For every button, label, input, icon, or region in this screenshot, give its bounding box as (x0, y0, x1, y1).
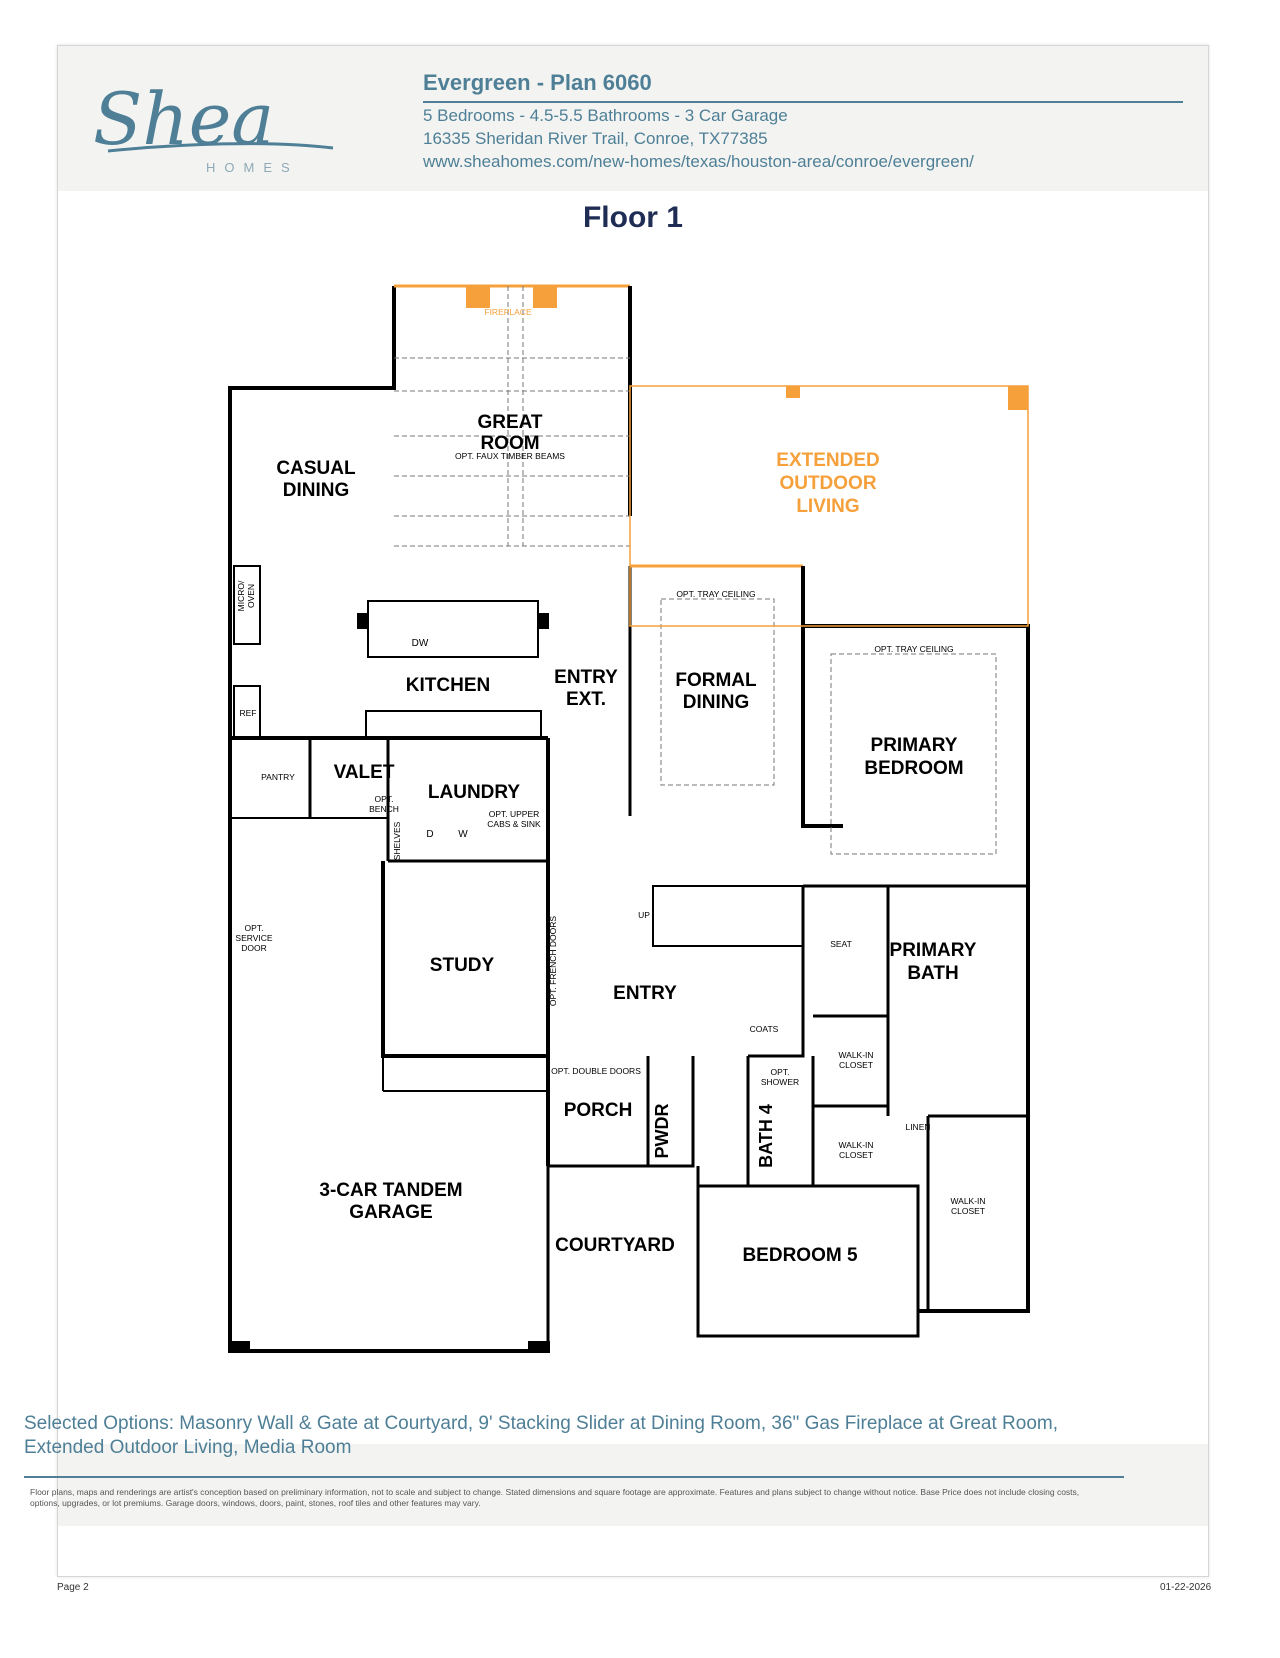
tray-ceiling-label-1: OPT. TRAY CEILING (676, 589, 755, 599)
bath4-label: BATH 4 (756, 1104, 776, 1168)
garage-label-1: 3-CAR TANDEM (319, 1180, 462, 1201)
disclaimer-text: Floor plans, maps and renderings are art… (30, 1487, 1080, 1508)
floor-plan-sheet: Shea HOMES Evergreen - Plan 6060 5 Bedro… (57, 45, 1209, 1577)
service-door-label-2: SERVICE (235, 933, 272, 943)
entry-label: ENTRY (613, 983, 677, 1004)
logo-sub-text: HOMES (206, 160, 299, 175)
header-rule (423, 101, 1183, 103)
entry-ext-label-1: ENTRY (554, 667, 618, 688)
walkin-closet-1-label-a: WALK-IN (838, 1050, 873, 1060)
double-doors-label: OPT. DOUBLE DOORS (551, 1066, 641, 1076)
service-door-label-3: DOOR (241, 943, 267, 953)
pantry-label: PANTRY (261, 772, 295, 782)
opt-bench-label-2: BENCH (369, 804, 399, 814)
service-door-label-1: OPT. (245, 923, 264, 933)
primary-bath-label-1: PRIMARY (890, 940, 977, 961)
great-room-label-2: ROOM (480, 433, 539, 454)
garage-label-2: GARAGE (349, 1202, 432, 1223)
page-number: Page 2 (57, 1582, 89, 1593)
selected-options: Selected Options: Masonry Wall & Gate at… (24, 1413, 1059, 1458)
pwdr-label: PWDR (652, 1104, 672, 1159)
walkin-closet-2-label-b: CLOSET (839, 1150, 873, 1160)
walkin-closet-1-label-b: CLOSET (839, 1060, 873, 1070)
plan-address: 16335 Sheridan River Trail, Conroe, TX77… (423, 129, 768, 148)
primary-bedroom-label-2: BEDROOM (864, 758, 963, 779)
upper-cabs-label-2: CABS & SINK (487, 819, 541, 829)
shea-homes-logo: Shea HOMES (93, 77, 334, 175)
opt-bench-label-1: OPT. (375, 794, 394, 804)
stairs-up-label: UP (638, 910, 650, 920)
dw-label: DW (412, 638, 429, 649)
walkin-closet-3-label-b: CLOSET (951, 1206, 985, 1216)
extended-outdoor-label-3: LIVING (796, 496, 859, 517)
footer-band (58, 1444, 1208, 1526)
formal-dining-label-1: FORMAL (675, 670, 757, 691)
logo-script-text: Shea (93, 77, 274, 161)
extended-outdoor-label-1: EXTENDED (776, 450, 879, 471)
header-band: Shea HOMES Evergreen - Plan 6060 5 Bedro… (58, 46, 1208, 191)
linen-label: LINEN (905, 1122, 930, 1132)
formal-dining-label-2: DINING (683, 692, 750, 713)
footer-rule (24, 1476, 1124, 1478)
floor-title: Floor 1 (582, 201, 683, 234)
print-date: 01-22-2026 (1160, 1582, 1212, 1593)
plan-specs: 5 Bedrooms - 4.5-5.5 Bathrooms - 3 Car G… (423, 106, 788, 125)
courtyard-label: COURTYARD (555, 1235, 675, 1256)
faux-beams-label: OPT. FAUX TIMBER BEAMS (455, 451, 565, 461)
study-label: STUDY (430, 955, 495, 976)
walkin-closet-3-label-a: WALK-IN (950, 1196, 985, 1206)
entry-ext-label-2: EXT. (566, 689, 606, 710)
porch-label: PORCH (564, 1100, 633, 1121)
great-room-label-1: GREAT (477, 412, 542, 433)
opt-shower-label-1: OPT. (771, 1067, 790, 1077)
opt-shower-label-2: SHOWER (761, 1077, 799, 1087)
plan-url[interactable]: www.sheahomes.com/new-homes/texas/housto… (423, 152, 974, 171)
ref-label: REF (240, 708, 257, 718)
bedroom5-label: BEDROOM 5 (742, 1245, 858, 1266)
fireplace-label: FIREPLACE (484, 307, 532, 317)
primary-bath-label-2: BATH (907, 963, 958, 984)
extended-outdoor-label-2: OUTDOOR (779, 473, 876, 494)
casual-dining-label-2: DINING (283, 480, 350, 501)
dryer-label: D (426, 829, 433, 840)
upper-cabs-label-1: OPT. UPPER (489, 809, 540, 819)
washer-label: W (458, 829, 468, 840)
seat-label: SEAT (830, 939, 852, 949)
micro-oven-label-1: MICRO/ (236, 580, 246, 611)
laundry-label: LAUNDRY (428, 782, 521, 803)
micro-oven-label-2: OVEN (246, 584, 256, 608)
primary-bedroom-label-1: PRIMARY (871, 735, 958, 756)
coats-label: COATS (750, 1024, 779, 1034)
casual-dining-label-1: CASUAL (276, 458, 356, 479)
valet-label: VALET (334, 762, 395, 783)
kitchen-label: KITCHEN (406, 675, 490, 696)
tray-ceiling-label-2: OPT. TRAY CEILING (874, 644, 953, 654)
shelves-label: SHELVES (392, 821, 402, 860)
plan-title: Evergreen - Plan 6060 (423, 70, 652, 95)
french-doors-label: OPT. FRENCH DOORS (548, 916, 558, 1007)
floor-plan-drawing: GREAT ROOM CASUAL DINING EXTENDED OUTDOO… (228, 284, 1030, 1353)
walkin-closet-2-label-a: WALK-IN (838, 1140, 873, 1150)
